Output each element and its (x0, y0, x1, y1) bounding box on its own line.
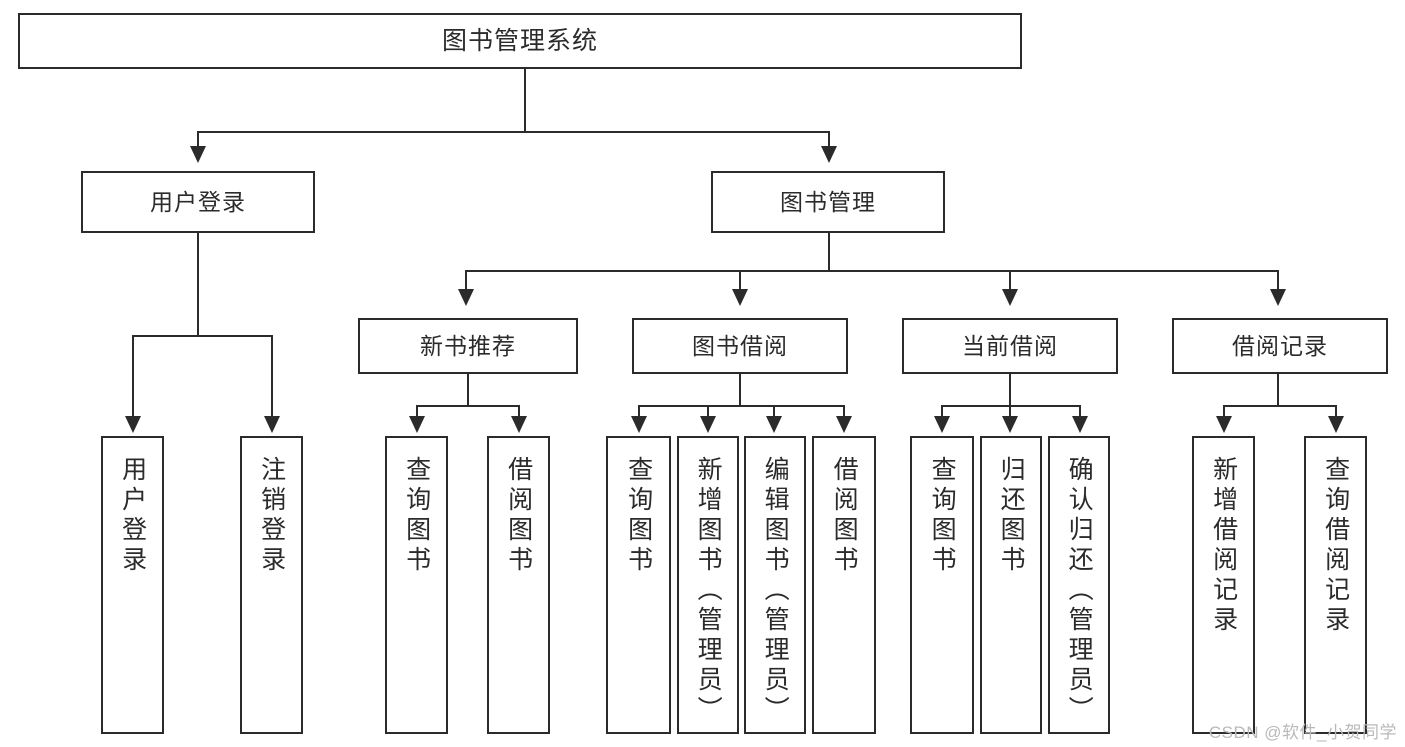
connector-root-to-book-mgmt (828, 131, 830, 147)
arrowhead-leaf-confirm-return (1072, 416, 1088, 433)
connector-current-borrow-leaf-1 (941, 405, 943, 417)
arrowhead-leaf-query-book-3 (934, 416, 950, 433)
node-label: 新增借阅记录 (1209, 456, 1238, 636)
arrowhead-book-borrow (732, 289, 748, 306)
node-leaf-user-login[interactable]: 用户登录 (101, 436, 164, 734)
connector-book-borrow-leaf-1 (638, 405, 640, 417)
connector-new-book-leaf-1 (416, 405, 418, 417)
node-label: 归还图书 (997, 456, 1026, 576)
node-book-borrow[interactable]: 图书借阅 (632, 318, 848, 374)
node-leaf-confirm-return-admin[interactable]: 确认归还（管理员） (1048, 436, 1110, 734)
node-leaf-add-book-admin[interactable]: 新增图书（管理员） (677, 436, 739, 734)
connector-to-book-borrow (739, 270, 741, 290)
node-label: 借阅图书 (504, 456, 533, 576)
arrowhead-current-borrow (1002, 289, 1018, 306)
node-label: 用户登录 (150, 188, 246, 215)
node-leaf-borrow-book-borrow[interactable]: 借阅图书 (812, 436, 876, 734)
node-book-management[interactable]: 图书管理 (711, 171, 945, 233)
connector-user-login-leaf-1 (132, 335, 134, 417)
connector-user-login-leaf-2 (271, 335, 273, 417)
node-borrow-record[interactable]: 借阅记录 (1172, 318, 1388, 374)
arrowhead-leaf-user-login (125, 416, 141, 433)
node-label: 借阅记录 (1232, 332, 1328, 359)
arrowhead-leaf-borrow-book-2 (836, 416, 852, 433)
arrowhead-user-login (190, 146, 206, 163)
connector-book-borrow-leaf-2 (707, 405, 709, 417)
connector-current-borrow-leaf-3 (1079, 405, 1081, 417)
node-new-book-recommend[interactable]: 新书推荐 (358, 318, 578, 374)
connector-book-borrow-leaf-3 (773, 405, 775, 417)
connector-to-new-book (465, 270, 467, 290)
node-label: 编辑图书（管理员） (761, 456, 790, 726)
connector-user-login-stem (197, 233, 199, 336)
arrowhead-leaf-add-record (1216, 416, 1232, 433)
connector-to-current-borrow (1009, 270, 1011, 290)
node-leaf-query-borrow-record[interactable]: 查询借阅记录 (1304, 436, 1367, 734)
connector-current-borrow-stem (1009, 374, 1011, 406)
connector-book-borrow-bar (639, 405, 845, 407)
arrowhead-leaf-query-book-1 (409, 416, 425, 433)
node-label: 查询图书 (402, 456, 431, 576)
connector-book-borrow-stem (739, 374, 741, 406)
connector-root-bar (198, 131, 830, 133)
arrowhead-leaf-borrow-book-1 (511, 416, 527, 433)
node-label: 查询图书 (928, 456, 957, 576)
connector-book-mgmt-bar (466, 270, 1278, 272)
arrowhead-leaf-query-record (1328, 416, 1344, 433)
connector-book-mgmt-stem (828, 233, 830, 271)
node-leaf-logout[interactable]: 注销登录 (240, 436, 303, 734)
node-label: 用户登录 (118, 456, 147, 576)
node-leaf-borrow-book-newbook[interactable]: 借阅图书 (487, 436, 550, 734)
node-label: 查询借阅记录 (1321, 456, 1350, 636)
node-label: 新书推荐 (420, 332, 516, 359)
node-label: 查询图书 (624, 456, 653, 576)
node-label: 图书管理系统 (441, 26, 598, 55)
arrowhead-leaf-logout (264, 416, 280, 433)
arrowhead-leaf-return-book (1002, 416, 1018, 433)
connector-borrow-record-bar (1224, 405, 1336, 407)
node-user-login[interactable]: 用户登录 (81, 171, 315, 233)
arrowhead-book-mgmt (821, 146, 837, 163)
connector-new-book-stem (467, 374, 469, 406)
watermark-text: CSDN @软件_小贺同学 (1208, 723, 1397, 742)
node-label: 图书借阅 (692, 332, 788, 359)
connector-borrow-record-leaf-2 (1335, 405, 1337, 417)
connector-to-borrow-record (1277, 270, 1279, 290)
node-leaf-query-book-current[interactable]: 查询图书 (910, 436, 974, 734)
connector-root-stem (524, 69, 526, 132)
node-label: 图书管理 (780, 188, 876, 215)
connector-current-borrow-leaf-2 (1009, 405, 1011, 417)
connector-user-login-bar (133, 335, 273, 337)
node-label: 新增图书（管理员） (694, 456, 723, 726)
connector-new-book-leaf-2 (518, 405, 520, 417)
node-leaf-edit-book-admin[interactable]: 编辑图书（管理员） (744, 436, 806, 734)
arrowhead-new-book (458, 289, 474, 306)
connector-book-borrow-leaf-4 (843, 405, 845, 417)
node-label: 当前借阅 (962, 332, 1058, 359)
arrowhead-leaf-edit-book (766, 416, 782, 433)
node-root-system[interactable]: 图书管理系统 (18, 13, 1022, 69)
node-current-borrow[interactable]: 当前借阅 (902, 318, 1118, 374)
connector-current-borrow-bar (942, 405, 1080, 407)
node-leaf-query-book-borrow[interactable]: 查询图书 (606, 436, 671, 734)
connector-new-book-bar (417, 405, 519, 407)
connector-borrow-record-stem (1277, 374, 1279, 406)
arrowhead-leaf-add-book (700, 416, 716, 433)
node-leaf-add-borrow-record[interactable]: 新增借阅记录 (1192, 436, 1255, 734)
node-leaf-query-book-newbook[interactable]: 查询图书 (385, 436, 448, 734)
node-leaf-return-book[interactable]: 归还图书 (980, 436, 1042, 734)
node-label: 注销登录 (257, 456, 286, 576)
connector-borrow-record-leaf-1 (1223, 405, 1225, 417)
node-label: 确认归还（管理员） (1065, 456, 1094, 726)
arrowhead-borrow-record (1270, 289, 1286, 306)
connector-root-to-user-login (197, 131, 199, 147)
arrowhead-leaf-query-book-2 (631, 416, 647, 433)
node-label: 借阅图书 (830, 456, 859, 576)
